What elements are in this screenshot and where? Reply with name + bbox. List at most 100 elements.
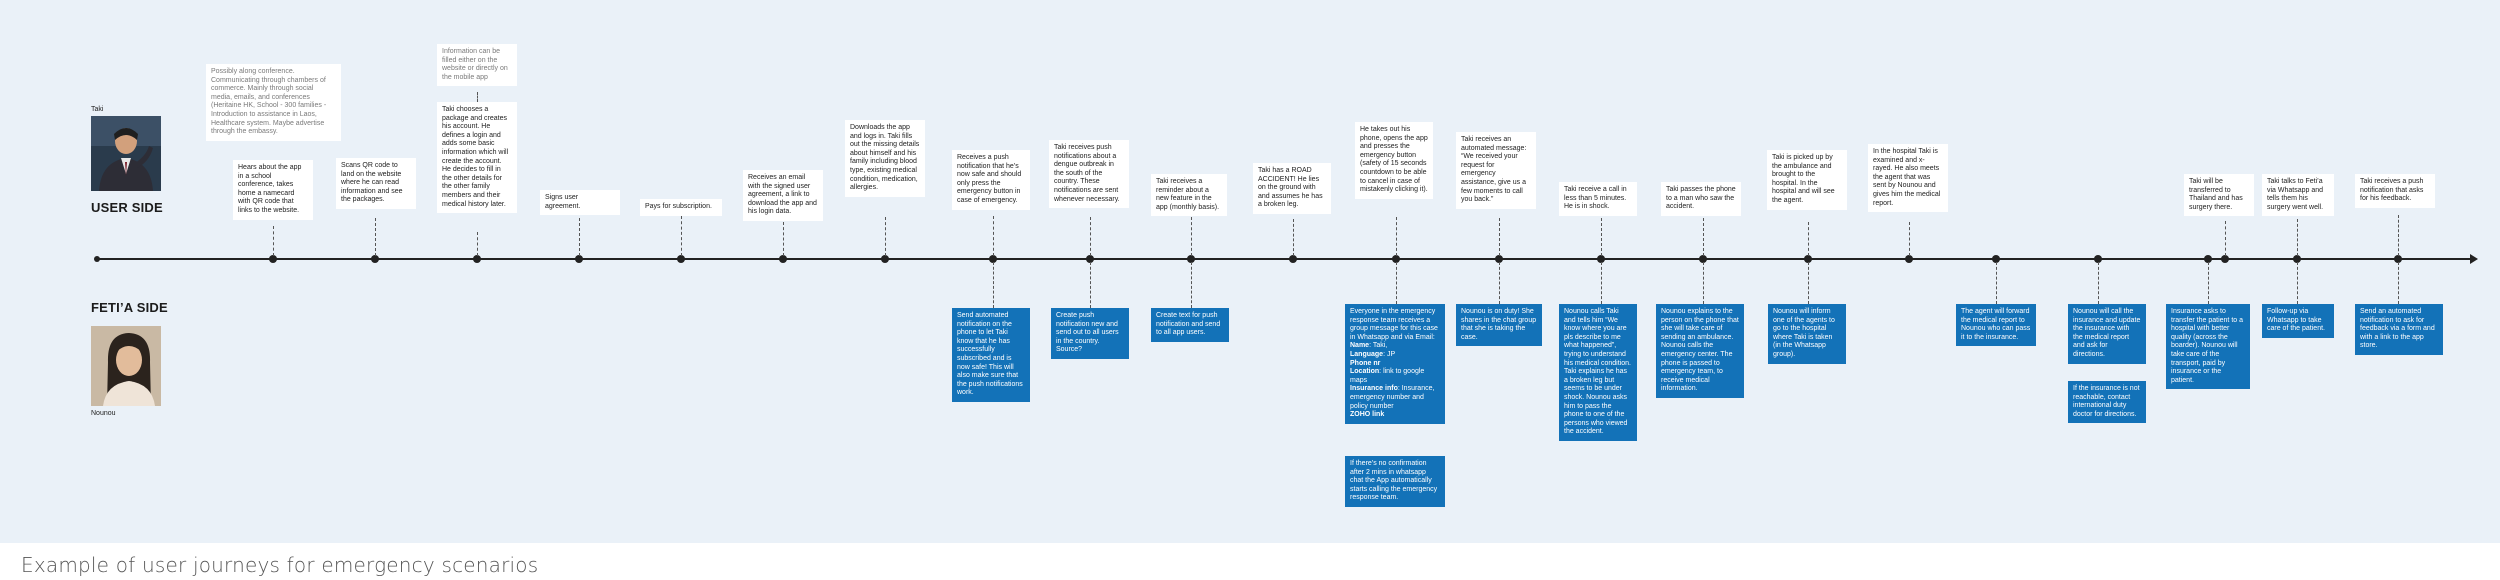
user-note-card: Information can be filled either on the … — [437, 44, 517, 87]
user-step-card: Taki receives a push notification that a… — [2355, 174, 2435, 208]
connector — [1090, 217, 1091, 256]
connector — [1996, 262, 1997, 304]
timeline-dot — [677, 255, 685, 263]
user-step-card: Downloads the app and logs in. Taki fill… — [845, 120, 925, 197]
user-step-card: Taki is picked up by the ambulance and b… — [1767, 150, 1847, 210]
connector — [1808, 222, 1809, 256]
timeline-dot — [1597, 255, 1605, 263]
user-step-card: Taki receives a reminder about a new fea… — [1151, 174, 1227, 217]
language-label: Language — [1350, 350, 1384, 358]
user-step-card: Signs user agreement. — [540, 190, 620, 216]
agent-step-card: Create push notification new and send ou… — [1051, 308, 1129, 359]
agent-side-title: FETI’A SIDE — [91, 300, 168, 315]
agent-step-card: Nounou explains to the person on the pho… — [1656, 304, 1744, 398]
timeline-dot — [1086, 255, 1094, 263]
timeline-start-dot — [94, 256, 100, 262]
connector — [477, 232, 478, 256]
user-step-card: Taki talks to Feti’a via Whatsapp and te… — [2262, 174, 2334, 217]
connector — [681, 216, 682, 256]
user-step-card: He takes out his phone, opens the app an… — [1355, 122, 1433, 199]
timeline-dot — [779, 255, 787, 263]
connector — [1703, 262, 1704, 304]
timeline-dot — [1804, 255, 1812, 263]
connector — [375, 218, 376, 256]
connector — [477, 92, 478, 102]
connector — [273, 226, 274, 256]
connector — [885, 217, 886, 256]
phone-label: Phone nr — [1350, 359, 1381, 367]
agent-step-card: Send automated notification on the phone… — [952, 308, 1030, 402]
timeline-dot — [371, 255, 379, 263]
connector — [2098, 262, 2099, 304]
agent-step-card: Send an automated notification to ask fo… — [2355, 304, 2443, 355]
timeline-dot — [1905, 255, 1913, 263]
agent-followup-card: If there’s no confirmation after 2 mins … — [1345, 456, 1445, 507]
timeline-dot — [1992, 255, 2000, 263]
connector — [579, 218, 580, 256]
agent-step-card: Nounou will inform one of the agents to … — [1768, 304, 1846, 364]
agent-step-card: The agent will forward the medical repor… — [1956, 304, 2036, 347]
connector — [1191, 262, 1192, 308]
emergency-message-card: Everyone in the emergency response team … — [1345, 304, 1445, 424]
timeline-arrowhead — [2470, 254, 2478, 264]
user-step-card: Taki receives push notifications about a… — [1049, 140, 1129, 209]
connector — [1396, 262, 1397, 304]
timeline-dot — [881, 255, 889, 263]
connector — [2398, 262, 2399, 304]
agent-step-card: Create text for push notification and se… — [1151, 308, 1229, 342]
user-step-card: Taki chooses a package and creates his a… — [437, 102, 517, 214]
agent-step-card: Insurance asks to transfer the patient t… — [2166, 304, 2250, 390]
agent-avatar — [91, 326, 161, 406]
connector — [1703, 218, 1704, 256]
timeline-dot — [1392, 255, 1400, 263]
connector — [1808, 262, 1809, 304]
connector — [2208, 262, 2209, 304]
user-avatar — [91, 116, 161, 191]
timeline-dot — [2221, 255, 2229, 263]
connector — [2225, 221, 2226, 256]
user-persona-name: Taki — [91, 106, 104, 113]
location-label: Location — [1350, 368, 1380, 376]
connector — [993, 262, 994, 308]
connector — [1090, 262, 1091, 308]
timeline-dot — [473, 255, 481, 263]
timeline-dot — [2293, 255, 2301, 263]
language-value: JP — [1386, 350, 1396, 358]
connector — [2297, 219, 2298, 256]
timeline-dot — [989, 255, 997, 263]
board-caption: Example of user journeys for emergency s… — [21, 553, 539, 577]
zoho-label: ZOHO link — [1350, 411, 1385, 419]
connector — [1191, 217, 1192, 256]
agent-step-card: Follow-up via Whatsapp to take care of t… — [2262, 304, 2334, 338]
timeline-dot — [1289, 255, 1297, 263]
user-note-card: Possibly along conference. Communicating… — [206, 64, 341, 141]
connector — [1396, 217, 1397, 256]
user-step-card: Taki passes the phone to a man who saw t… — [1661, 182, 1741, 216]
name-value: Taki, — [1372, 342, 1388, 350]
user-step-card: Taki receives an automated message: “We … — [1456, 132, 1536, 209]
insurance-label: Insurance info — [1350, 385, 1398, 393]
user-step-card: Taki will be transferred to Thailand and… — [2184, 174, 2254, 217]
name-label: Name — [1350, 342, 1370, 350]
timeline-dot — [2204, 255, 2212, 263]
user-step-card: In the hospital Taki is examined and x-r… — [1868, 144, 1948, 213]
connector — [1499, 262, 1500, 304]
connector — [993, 216, 994, 256]
user-step-card: Taki has a ROAD ACCIDENT! He lies on the… — [1253, 163, 1331, 214]
timeline-dot — [575, 255, 583, 263]
timeline-dot — [2394, 255, 2402, 263]
location-value: link to google maps — [1350, 368, 1425, 384]
connector — [2398, 215, 2399, 256]
agent-step-card: Nounou calls Taki and tells him “We know… — [1559, 304, 1637, 441]
timeline-dot — [1187, 255, 1195, 263]
user-step-card: Scans QR code to land on the website whe… — [336, 158, 416, 209]
insurance-value: Insurance, emergency number and policy n… — [1350, 385, 1435, 410]
connector — [2297, 262, 2298, 304]
timeline-dot — [269, 255, 277, 263]
agent-step-card: Nounou is on duty! She shares in the cha… — [1456, 304, 1542, 347]
agent-step-card: Nounou will call the insurance and updat… — [2068, 304, 2146, 364]
user-step-card: Taki receive a call in less than 5 minut… — [1559, 182, 1637, 216]
agent-followup-card: If the insurance is not reachable, conta… — [2068, 381, 2146, 424]
user-step-card: Pays for subscription. — [640, 199, 722, 216]
connector — [1909, 222, 1910, 256]
